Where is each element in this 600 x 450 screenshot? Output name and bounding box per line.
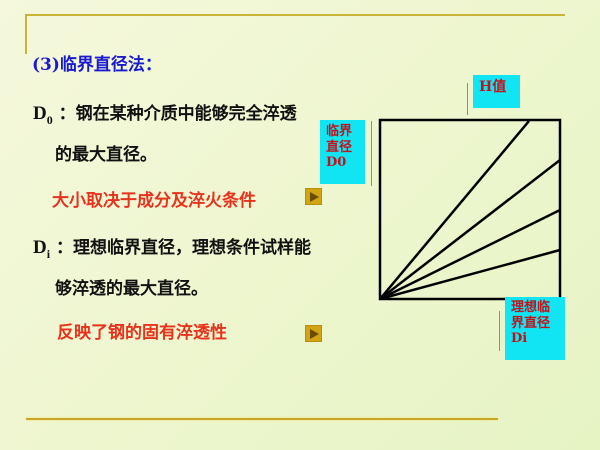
di-text-line1: ：理想临界直径，理想条件试样能	[56, 238, 311, 258]
frame-bottom-rule	[26, 418, 498, 420]
diagram-rays	[379, 120, 561, 301]
di-symbol: Di	[33, 237, 51, 261]
ideal-critical-diameter-di-label: 理想临 界直径 Di	[505, 297, 565, 360]
frame-top-rule	[25, 14, 565, 16]
d0-definition-line1: D0 ：钢在某种介质中能够完全淬透	[33, 99, 297, 128]
d0-note: 大小取决于成分及淬火条件	[52, 191, 256, 211]
h-value-label: H值	[473, 75, 520, 108]
di-definition-line2: 够淬透的最大直径。	[55, 279, 208, 299]
diagram-box	[378, 118, 562, 301]
play-triangle-icon[interactable]	[305, 188, 322, 205]
d0-definition-line2: 的最大直径。	[55, 145, 157, 165]
critical-diameter-d0-label: 临界 直径 D0	[320, 120, 365, 184]
h-value-pointer	[467, 83, 468, 115]
heading-title: 临界直径法：	[59, 55, 162, 75]
heading-number: (3)	[32, 55, 60, 75]
d0-pointer	[371, 121, 372, 186]
play-triangle-icon[interactable]	[305, 325, 322, 342]
di-pointer	[499, 311, 500, 351]
d0-symbol: D0	[33, 103, 53, 127]
frame-left-rule	[25, 14, 27, 54]
di-note: 反映了钢的固有淬透性	[57, 323, 227, 343]
di-definition-line1: Di ：理想临界直径，理想条件试样能	[33, 233, 311, 262]
d0-text-line1: ：钢在某种介质中能够完全淬透	[58, 104, 297, 124]
section-heading: (3)临界直径法：	[32, 50, 162, 75]
